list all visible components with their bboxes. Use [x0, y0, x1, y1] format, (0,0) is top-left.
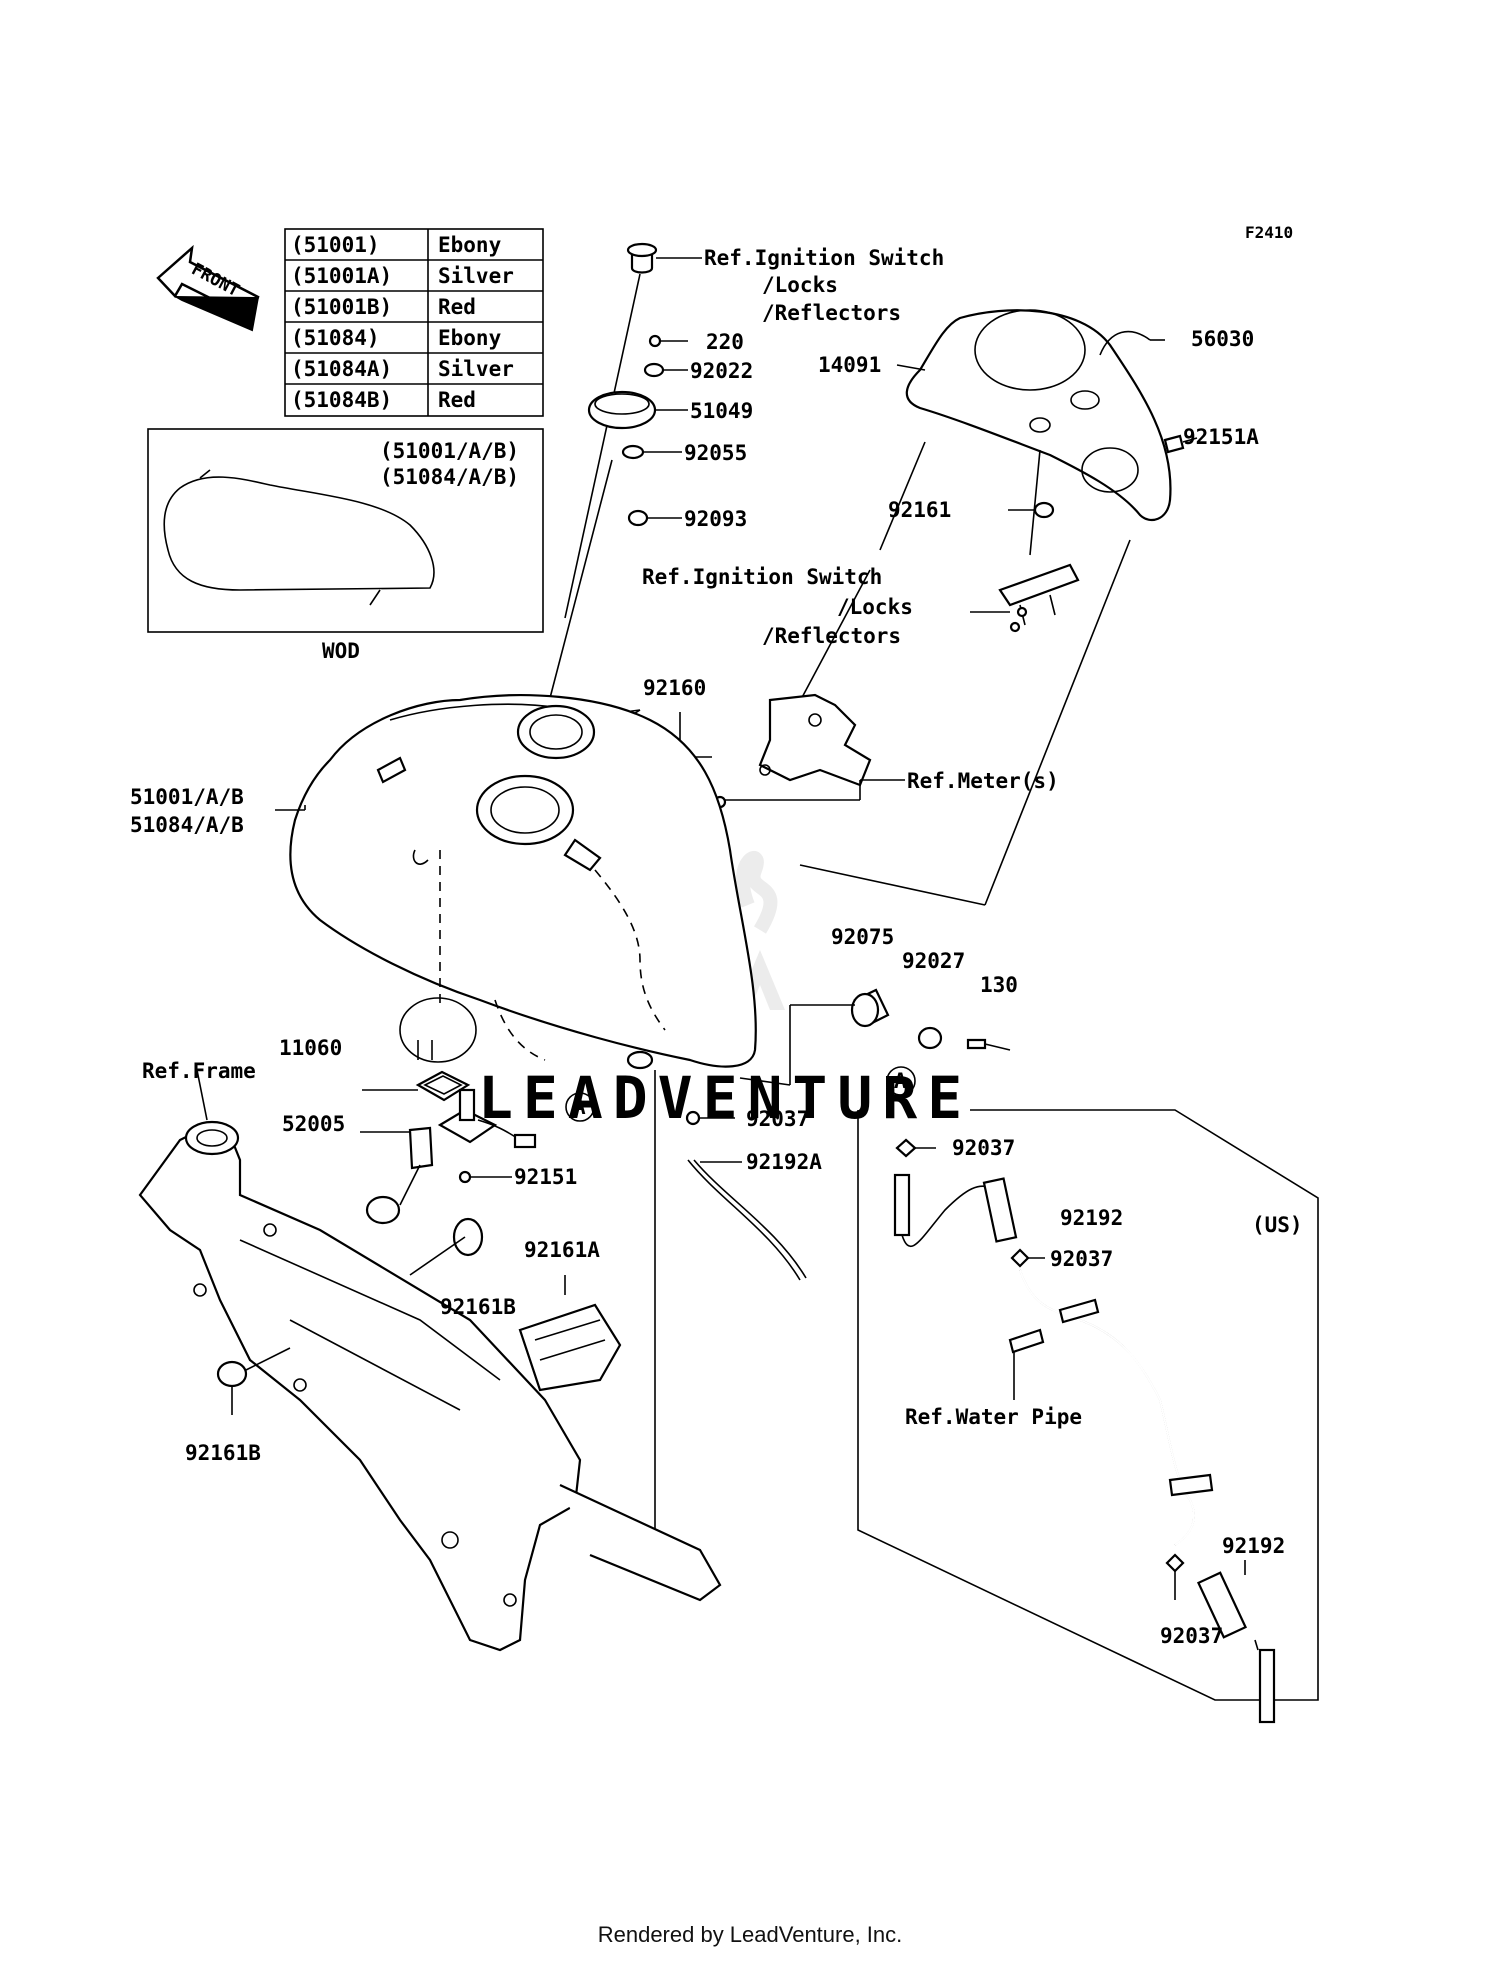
table-row-color: Ebony [438, 233, 502, 257]
footer-credit: Rendered by LeadVenture, Inc. [597, 1922, 903, 1947]
part-number: 92192 [1222, 1534, 1285, 1558]
table-row-color: Red [438, 295, 476, 319]
part-number: 130 [980, 973, 1018, 997]
wod-box: (51001/A/B) (51084/A/B) WOD [147, 428, 544, 663]
part-number: 92160 [643, 676, 706, 700]
us-inset [857, 1109, 1319, 1724]
us-label: (US) [1252, 1213, 1303, 1237]
svg-text:/Locks: /Locks [762, 273, 838, 297]
part-number: 92161B [440, 1295, 516, 1319]
part-number: 14091 [818, 353, 881, 377]
part-number: 11060 [279, 1036, 342, 1060]
table-row-part: (51001A) [291, 264, 392, 288]
part-number: 92151A [1183, 425, 1259, 449]
svg-text:/Reflectors: /Reflectors [762, 624, 901, 648]
part-number: 92037 [746, 1107, 809, 1131]
part-number-labels: 220 92022 51049 92055 92093 14091 56030 … [130, 327, 1285, 1648]
ref-water-pipe: Ref.Water Pipe [905, 1405, 1082, 1429]
part-number: 92055 [684, 441, 747, 465]
part-number: 92027 [902, 949, 965, 973]
figure-code: F2410 [1245, 223, 1293, 242]
wod-caption: WOD [322, 639, 360, 663]
part-number: 52005 [282, 1112, 345, 1136]
part-number: 56030 [1191, 327, 1254, 351]
fuel-pump-parts [360, 997, 537, 1225]
wod-line2: (51084/A/B) [380, 465, 519, 489]
front-arrow-icon: FRONT [156, 244, 260, 332]
ref-ignition-mid: Ref.Ignition Switch /Locks /Reflectors [642, 565, 913, 648]
watermark-text: LEADVENTURE [478, 1064, 972, 1132]
ref-frame: Ref.Frame [142, 1059, 256, 1083]
fuel-cap-parts [549, 242, 702, 699]
table-row-color: Silver [438, 357, 514, 381]
part-number: 92161B [185, 1441, 261, 1465]
watermark: LEADVENTURE [478, 851, 972, 1132]
svg-text:/Locks: /Locks [837, 595, 913, 619]
part-number: 92161A [524, 1238, 600, 1262]
table-row-color: Silver [438, 264, 514, 288]
part-number: 92192 [1060, 1206, 1123, 1230]
part-number: 92075 [831, 925, 894, 949]
table-row-color: Red [438, 388, 476, 412]
wod-line1: (51001/A/B) [380, 439, 519, 463]
rear-bracket-parts [654, 988, 1011, 1540]
part-number: 92151 [514, 1165, 577, 1189]
part-number: 92037 [952, 1136, 1015, 1160]
table-row-part: (51084B) [291, 388, 392, 412]
part-number: 92161 [888, 498, 951, 522]
part-number: 92037 [1050, 1247, 1113, 1271]
marker-a-1: A [565, 1092, 595, 1122]
part-number: 92022 [690, 359, 753, 383]
part-number: 92093 [684, 507, 747, 531]
table-row-part: (51001B) [291, 295, 392, 319]
fuel-tank-part [275, 694, 757, 1070]
color-table: (51001) Ebony (51001A) Silver (51001B) R… [284, 228, 544, 417]
part-number: 220 [706, 330, 744, 354]
ref-meter: Ref.Meter(s) [907, 769, 1059, 793]
part-number: 51084/A/B [130, 813, 244, 837]
frame-part [138, 1069, 722, 1652]
svg-text:A: A [573, 1095, 586, 1119]
table-row-color: Ebony [438, 326, 502, 350]
marker-a-2: A [886, 1066, 916, 1096]
svg-text:A: A [894, 1069, 907, 1093]
table-row-part: (51001) [291, 233, 380, 257]
part-number: 92192A [746, 1150, 822, 1174]
part-number: 92037 [1160, 1624, 1223, 1648]
table-row-part: (51084A) [291, 357, 392, 381]
table-row-part: (51084) [291, 326, 380, 350]
svg-text:Ref.Ignition Switch: Ref.Ignition Switch [642, 565, 882, 589]
svg-text:Ref.Ignition Switch: Ref.Ignition Switch [704, 246, 944, 270]
part-number: 51049 [690, 399, 753, 423]
ref-ignition-top: Ref.Ignition Switch /Locks /Reflectors [704, 246, 944, 325]
part-number: 51001/A/B [130, 785, 244, 809]
svg-text:/Reflectors: /Reflectors [762, 301, 901, 325]
meter-cover-part [789, 309, 1198, 906]
